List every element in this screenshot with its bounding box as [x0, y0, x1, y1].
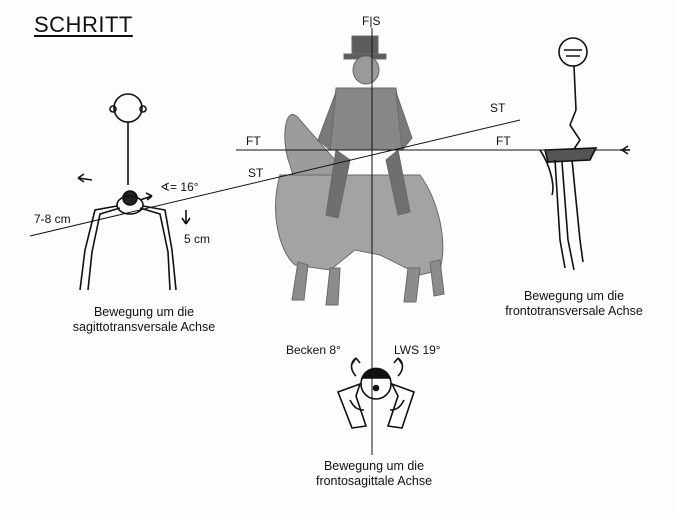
- caption-bottom-line-1: Bewegung um die: [286, 459, 462, 474]
- angle-label: ∢= 16°: [160, 180, 199, 194]
- ft-right-label: FT: [496, 134, 511, 148]
- caption-bottom: Bewegung um die frontosagittale Achse: [286, 459, 462, 489]
- caption-right-line-1: Bewegung um die: [484, 289, 664, 304]
- caption-right-line-2: frontotransversale Achse: [484, 304, 664, 319]
- stick-figure-top: [338, 358, 414, 428]
- st-left-label: ST: [248, 166, 263, 180]
- st-right-label: ST: [490, 101, 505, 115]
- stick-figure-side: [540, 38, 630, 270]
- caption-right: Bewegung um die frontotransversale Achse: [484, 289, 664, 319]
- fs-axis-label: F|S: [362, 14, 380, 28]
- caption-left-line-2: sagittotransversale Achse: [44, 320, 244, 335]
- drop-label: 7-8 cm: [34, 212, 71, 226]
- ft-left-label: FT: [246, 134, 261, 148]
- caption-left-line-1: Bewegung um die: [44, 305, 244, 320]
- st-axis: [30, 120, 520, 236]
- depth-label: 5 cm: [184, 232, 210, 246]
- lws-label: LWS 19°: [394, 343, 441, 357]
- rider-on-horse-photo: [276, 36, 444, 305]
- caption-left: Bewegung um die sagittotransversale Achs…: [44, 305, 244, 335]
- becken-label: Becken 8°: [286, 343, 341, 357]
- caption-bottom-line-2: frontosagittale Achse: [286, 474, 462, 489]
